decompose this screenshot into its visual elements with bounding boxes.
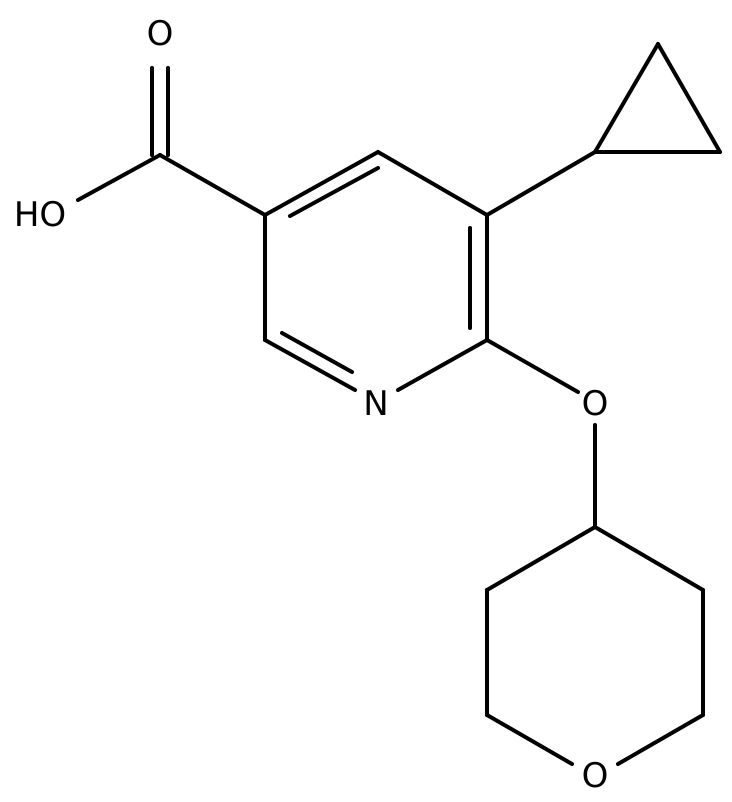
cyclopropyl-group <box>485 42 722 217</box>
carboxylic-acid-group <box>76 66 267 217</box>
pyran-bond-o-c6 <box>616 713 705 766</box>
cyclopropyl-attach-bond <box>485 150 597 217</box>
ring-bond-c4-c5 <box>376 150 489 217</box>
pyran-oxygen-label: O <box>582 756 609 796</box>
ring-inner-bond-c3-c4 <box>288 166 380 218</box>
cyclopropyl-bond-a <box>593 42 660 154</box>
acid-to-ring-bond <box>158 153 267 217</box>
ether-oxygen-label: O <box>582 384 609 424</box>
carbonyl-oxygen-label: O <box>147 14 174 54</box>
ring-to-ether-oxygen-bond <box>485 338 580 394</box>
ether-linkage <box>485 338 597 529</box>
ring-inner-bond-n-c2 <box>280 331 354 374</box>
ring-nitrogen-label: N <box>363 384 388 424</box>
pyran-bond-c4-c3 <box>485 525 597 592</box>
pyridine-ring <box>263 150 489 392</box>
pyran-bond-c5-c4 <box>593 525 705 592</box>
tetrahydropyran-ring <box>485 525 705 766</box>
hydroxyl-bond <box>76 153 162 202</box>
hydroxyl-label: HO <box>14 195 66 235</box>
ring-bond-n-c2 <box>263 338 357 392</box>
cyclopropyl-bond-b <box>656 42 722 154</box>
ring-bond-c6-n <box>396 338 489 392</box>
pyran-bond-c2-o <box>485 713 574 766</box>
ring-bond-c3-c4 <box>263 150 380 217</box>
